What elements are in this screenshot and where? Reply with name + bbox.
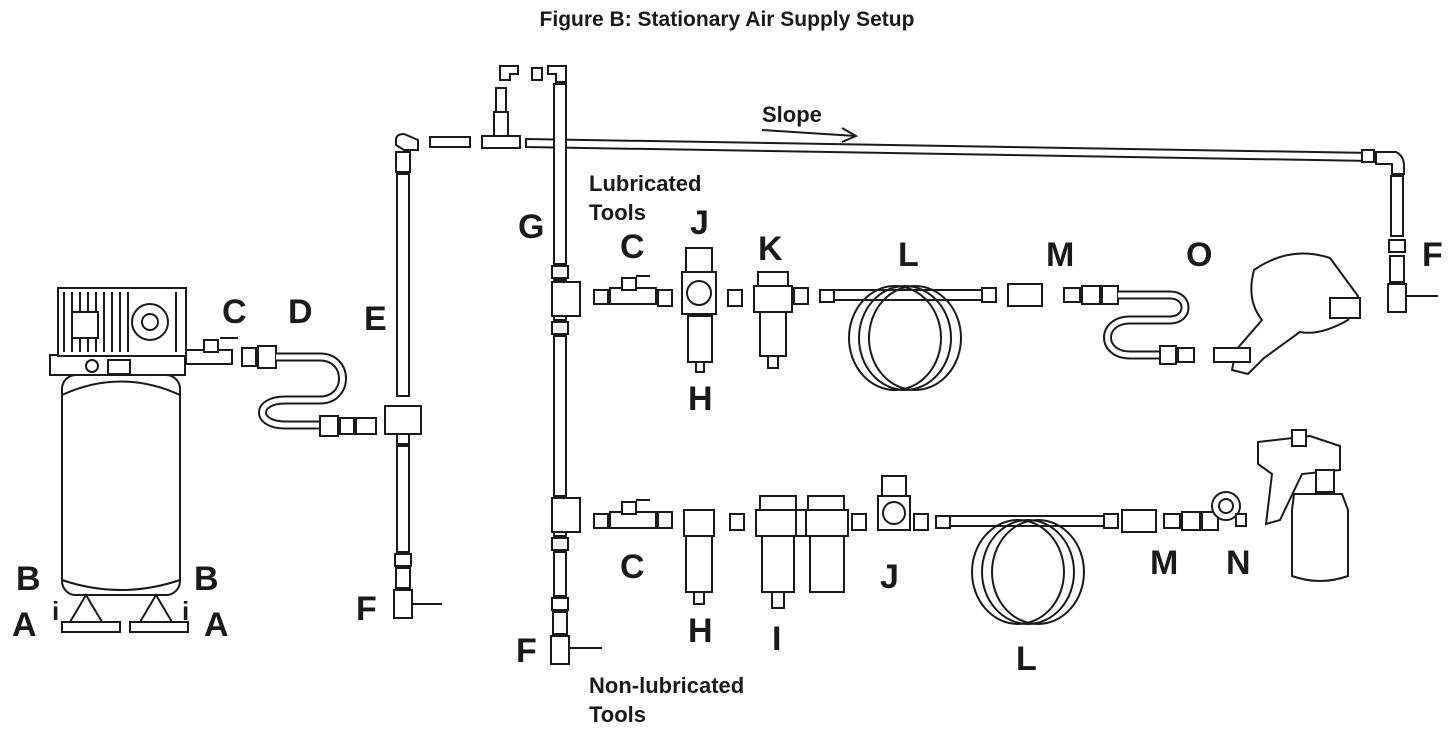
nonlubricated-line1: Non-lubricated xyxy=(589,673,745,698)
non-lubricated-branch xyxy=(551,475,1247,625)
lubricated-tools-label: Lubricated Tools xyxy=(589,169,701,227)
label-c-nonlubricated: C xyxy=(620,548,645,586)
main-header-pipe xyxy=(525,137,1438,313)
drop-pipe-g xyxy=(550,83,602,665)
label-m-lubricated: M xyxy=(1046,236,1075,274)
label-n: N xyxy=(1226,544,1251,582)
label-c-lubricated: C xyxy=(620,228,645,266)
label-d: D xyxy=(288,293,313,331)
label-g: G xyxy=(518,208,545,246)
header-nipple xyxy=(429,136,471,148)
non-lubricated-tools-label: Non-lubricated Tools xyxy=(589,671,744,729)
lubricated-line1: Lubricated xyxy=(589,171,702,196)
label-l-lubricated: L xyxy=(898,236,919,274)
label-f-header: F xyxy=(1422,236,1443,274)
lubricated-line2: Tools xyxy=(589,200,647,225)
label-f-g: F xyxy=(516,632,537,670)
label-b-right: B xyxy=(194,560,219,598)
nonlubricated-line2: Tools xyxy=(589,702,647,727)
drop-pipe-e xyxy=(384,132,442,619)
label-h-nonlubricated: H xyxy=(688,612,713,650)
label-k: K xyxy=(758,230,783,268)
label-i: I xyxy=(772,620,782,658)
label-h-lubricated: H xyxy=(688,380,713,418)
header-tee xyxy=(481,65,567,149)
lubricated-branch xyxy=(551,247,1195,391)
label-i-right: i xyxy=(182,596,190,626)
slope-label: Slope xyxy=(762,102,822,127)
slope-arrow xyxy=(761,127,859,143)
label-j-lubricated: J xyxy=(690,204,709,242)
impact-wrench xyxy=(1213,252,1361,376)
label-j-nonlubricated: J xyxy=(880,558,899,596)
label-m-nonlubricated: M xyxy=(1150,544,1179,582)
compressor-shutoff-valve xyxy=(185,337,277,369)
label-a-right: A xyxy=(204,606,229,644)
air-compressor xyxy=(49,287,189,633)
label-f-e: F xyxy=(356,590,377,628)
spray-gun xyxy=(1257,429,1349,582)
label-l-nonlubricated: L xyxy=(1016,640,1037,678)
label-b-left: B xyxy=(16,560,41,598)
label-i-left: i xyxy=(52,596,60,626)
label-a-left: A xyxy=(12,606,37,644)
label-e: E xyxy=(364,300,387,338)
figure-title: Figure B: Stationary Air Supply Setup xyxy=(539,8,915,31)
label-c-compressor: C xyxy=(222,293,247,331)
leader-hose xyxy=(258,352,377,437)
label-o: O xyxy=(1186,236,1213,274)
